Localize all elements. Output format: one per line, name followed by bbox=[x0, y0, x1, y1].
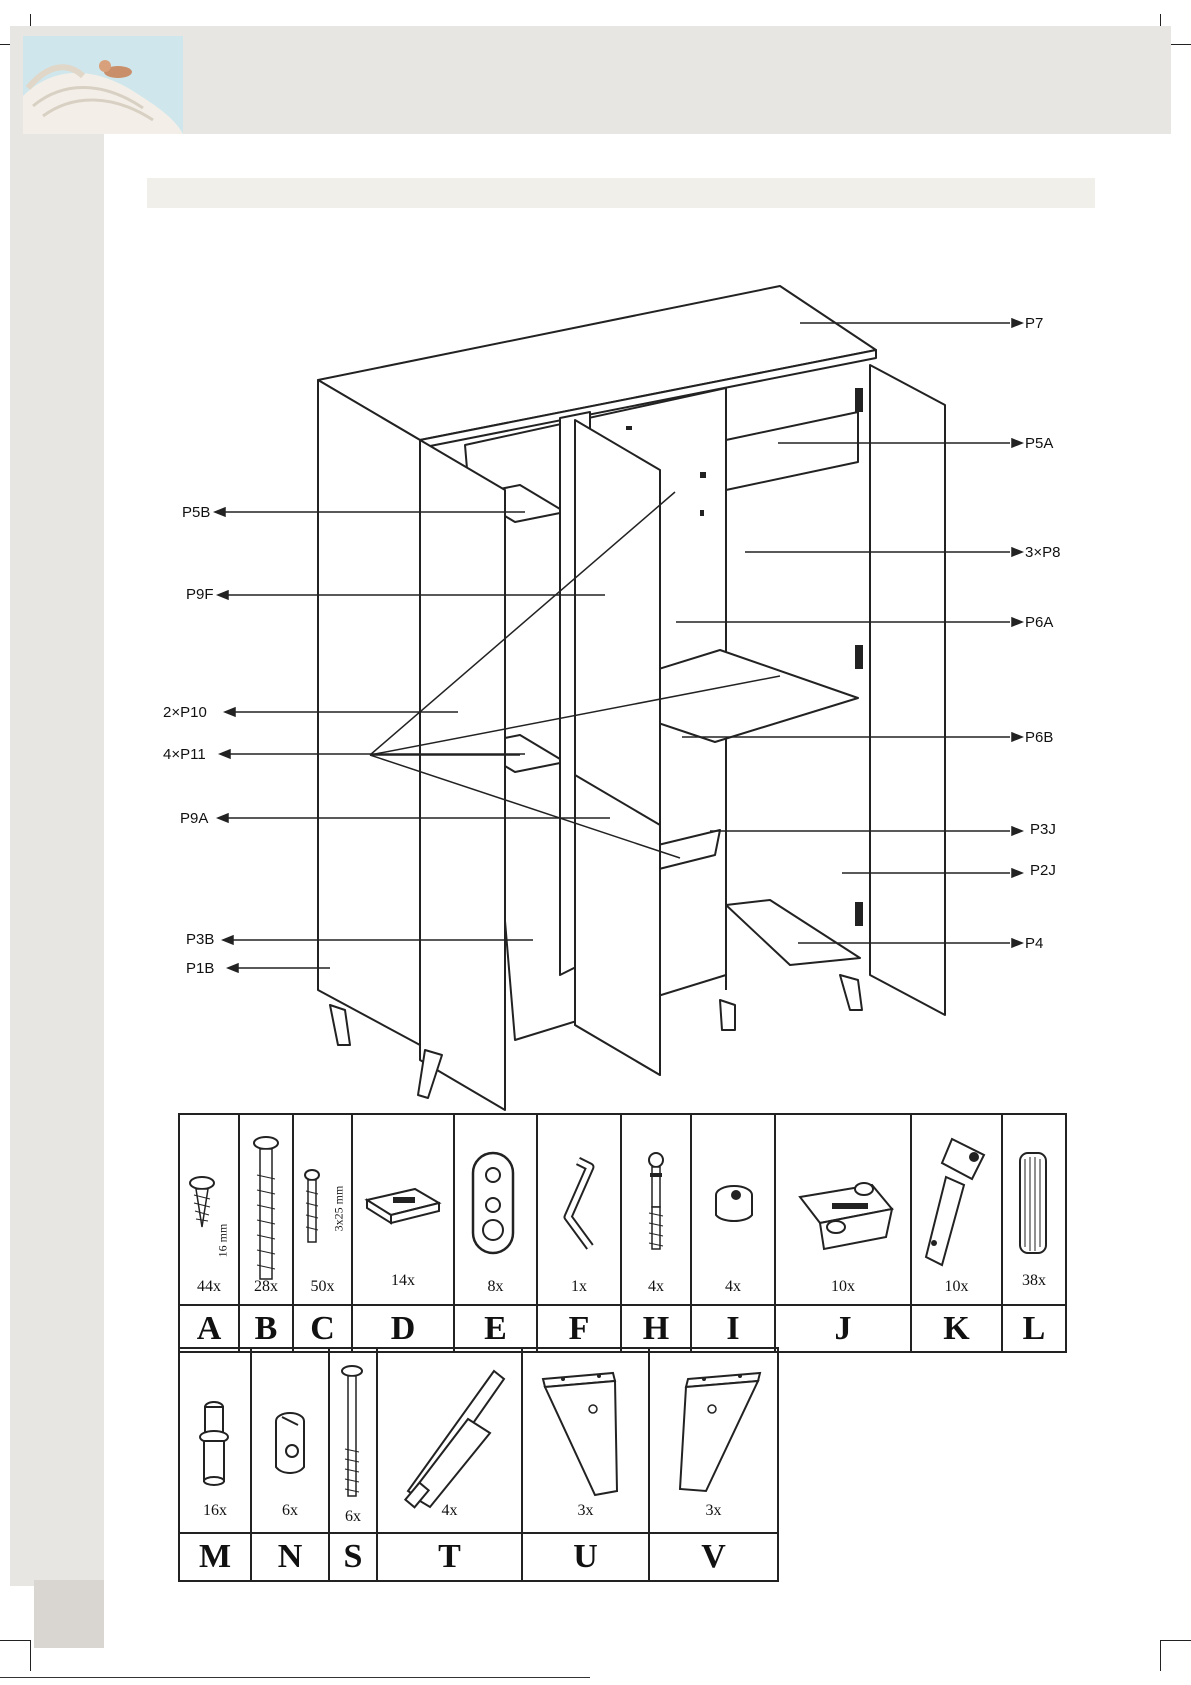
quantity-label: 10x bbox=[912, 1278, 1001, 1296]
part-label-p4: P4 bbox=[1025, 936, 1043, 951]
hinge-plate-icon bbox=[776, 1115, 910, 1304]
part-label-p5a: P5A bbox=[1025, 436, 1053, 451]
hardware-cell-c: 3x25 mm 50x bbox=[293, 1114, 352, 1305]
connector-bolt-icon bbox=[330, 1349, 376, 1532]
part-label-p8: 3×P8 bbox=[1025, 545, 1060, 560]
hardware-letter: V bbox=[649, 1533, 778, 1581]
hardware-cell-b: 28x bbox=[239, 1114, 293, 1305]
allen-key-icon bbox=[538, 1115, 620, 1304]
hardware-letter: N bbox=[251, 1533, 329, 1581]
part-label-p3j: P3J bbox=[1030, 822, 1056, 837]
cam-lock-icon bbox=[692, 1115, 774, 1304]
dimension-label: 16 mm bbox=[215, 1224, 230, 1258]
hinge-icon bbox=[912, 1115, 1001, 1304]
hardware-cell-d: 14x bbox=[352, 1114, 454, 1305]
hardware-cell-h: 4x bbox=[621, 1114, 691, 1305]
part-label-p9f: P9F bbox=[186, 587, 214, 602]
hardware-letter: D bbox=[352, 1305, 454, 1352]
part-label-p3b: P3B bbox=[186, 932, 214, 947]
hardware-table: 16 mm 44x 28x 3x25 mm 50x 14x 8x 1x 4x bbox=[178, 1113, 1067, 1353]
quantity-label: 44x bbox=[180, 1278, 238, 1296]
hardware-letter: L bbox=[1002, 1305, 1066, 1352]
quantity-label: 4x bbox=[622, 1278, 690, 1296]
quantity-label: 50x bbox=[294, 1278, 351, 1296]
hardware-cell-u: 3x bbox=[522, 1348, 649, 1533]
hardware-letter: E bbox=[454, 1305, 537, 1352]
hardware-letter: B bbox=[239, 1305, 293, 1352]
part-label-p7: P7 bbox=[1025, 316, 1043, 331]
hardware-cell-n: 6x bbox=[251, 1348, 329, 1533]
part-label-p10: 2×P10 bbox=[163, 705, 207, 720]
quantity-label: 3x bbox=[523, 1502, 648, 1520]
quantity-label: 8x bbox=[455, 1278, 536, 1296]
part-label-p5b: P5B bbox=[182, 505, 210, 520]
hardware-cell-i: 4x bbox=[691, 1114, 775, 1305]
hardware-cell-l: 38x bbox=[1002, 1114, 1066, 1305]
hardware-cell-j: 10x bbox=[775, 1114, 911, 1305]
rail-bracket-icon bbox=[455, 1115, 536, 1304]
hardware-letter: A bbox=[179, 1305, 239, 1352]
quantity-label: 3x bbox=[650, 1502, 777, 1520]
quantity-label: 6x bbox=[330, 1508, 376, 1526]
quantity-label: 38x bbox=[1003, 1272, 1065, 1290]
hardware-letter: T bbox=[377, 1533, 522, 1581]
part-label-p9a: P9A bbox=[180, 811, 208, 826]
part-label-p6a: P6A bbox=[1025, 615, 1053, 630]
quantity-label: 1x bbox=[538, 1278, 620, 1296]
hardware-cell-e: 8x bbox=[454, 1114, 537, 1305]
hardware-table-2: 16x 6x 6x 4x 3x 3x M N S T U V bbox=[178, 1347, 779, 1582]
part-label-p11: 4×P11 bbox=[163, 747, 206, 762]
hardware-letter: F bbox=[537, 1305, 621, 1352]
hardware-cell-k: 10x bbox=[911, 1114, 1002, 1305]
hardware-letter: C bbox=[293, 1305, 352, 1352]
hardware-letter: U bbox=[522, 1533, 649, 1581]
hardware-cell-v: 3x bbox=[649, 1348, 778, 1533]
hardware-cell-f: 1x bbox=[537, 1114, 621, 1305]
part-label-p6b: P6B bbox=[1025, 730, 1053, 745]
quantity-label: 14x bbox=[353, 1272, 453, 1290]
quantity-label: 28x bbox=[240, 1278, 292, 1296]
screw-icon bbox=[180, 1115, 238, 1304]
dimension-label: 3x25 mm bbox=[331, 1186, 346, 1232]
part-label-p2j: P2J bbox=[1030, 863, 1056, 878]
quantity-label: 4x bbox=[378, 1502, 521, 1520]
hardware-letter: J bbox=[775, 1305, 911, 1352]
cam-bolt-icon bbox=[622, 1115, 690, 1304]
hardware-letter: H bbox=[621, 1305, 691, 1352]
quantity-label: 4x bbox=[692, 1278, 774, 1296]
part-label-p1b: P1B bbox=[186, 961, 214, 976]
quantity-label: 10x bbox=[776, 1278, 910, 1296]
hardware-cell-s: 6x bbox=[329, 1348, 377, 1533]
hardware-cell-t: 4x bbox=[377, 1348, 522, 1533]
hardware-letter: K bbox=[911, 1305, 1002, 1352]
hardware-letter: S bbox=[329, 1533, 377, 1581]
hardware-cell-m: 16x bbox=[179, 1348, 251, 1533]
quantity-label: 16x bbox=[180, 1502, 250, 1520]
hardware-cell-a: 16 mm 44x bbox=[179, 1114, 239, 1305]
long-screw-icon bbox=[240, 1115, 292, 1304]
quantity-label: 6x bbox=[252, 1502, 328, 1520]
hardware-letter: M bbox=[179, 1533, 251, 1581]
hardware-letter: I bbox=[691, 1305, 775, 1352]
